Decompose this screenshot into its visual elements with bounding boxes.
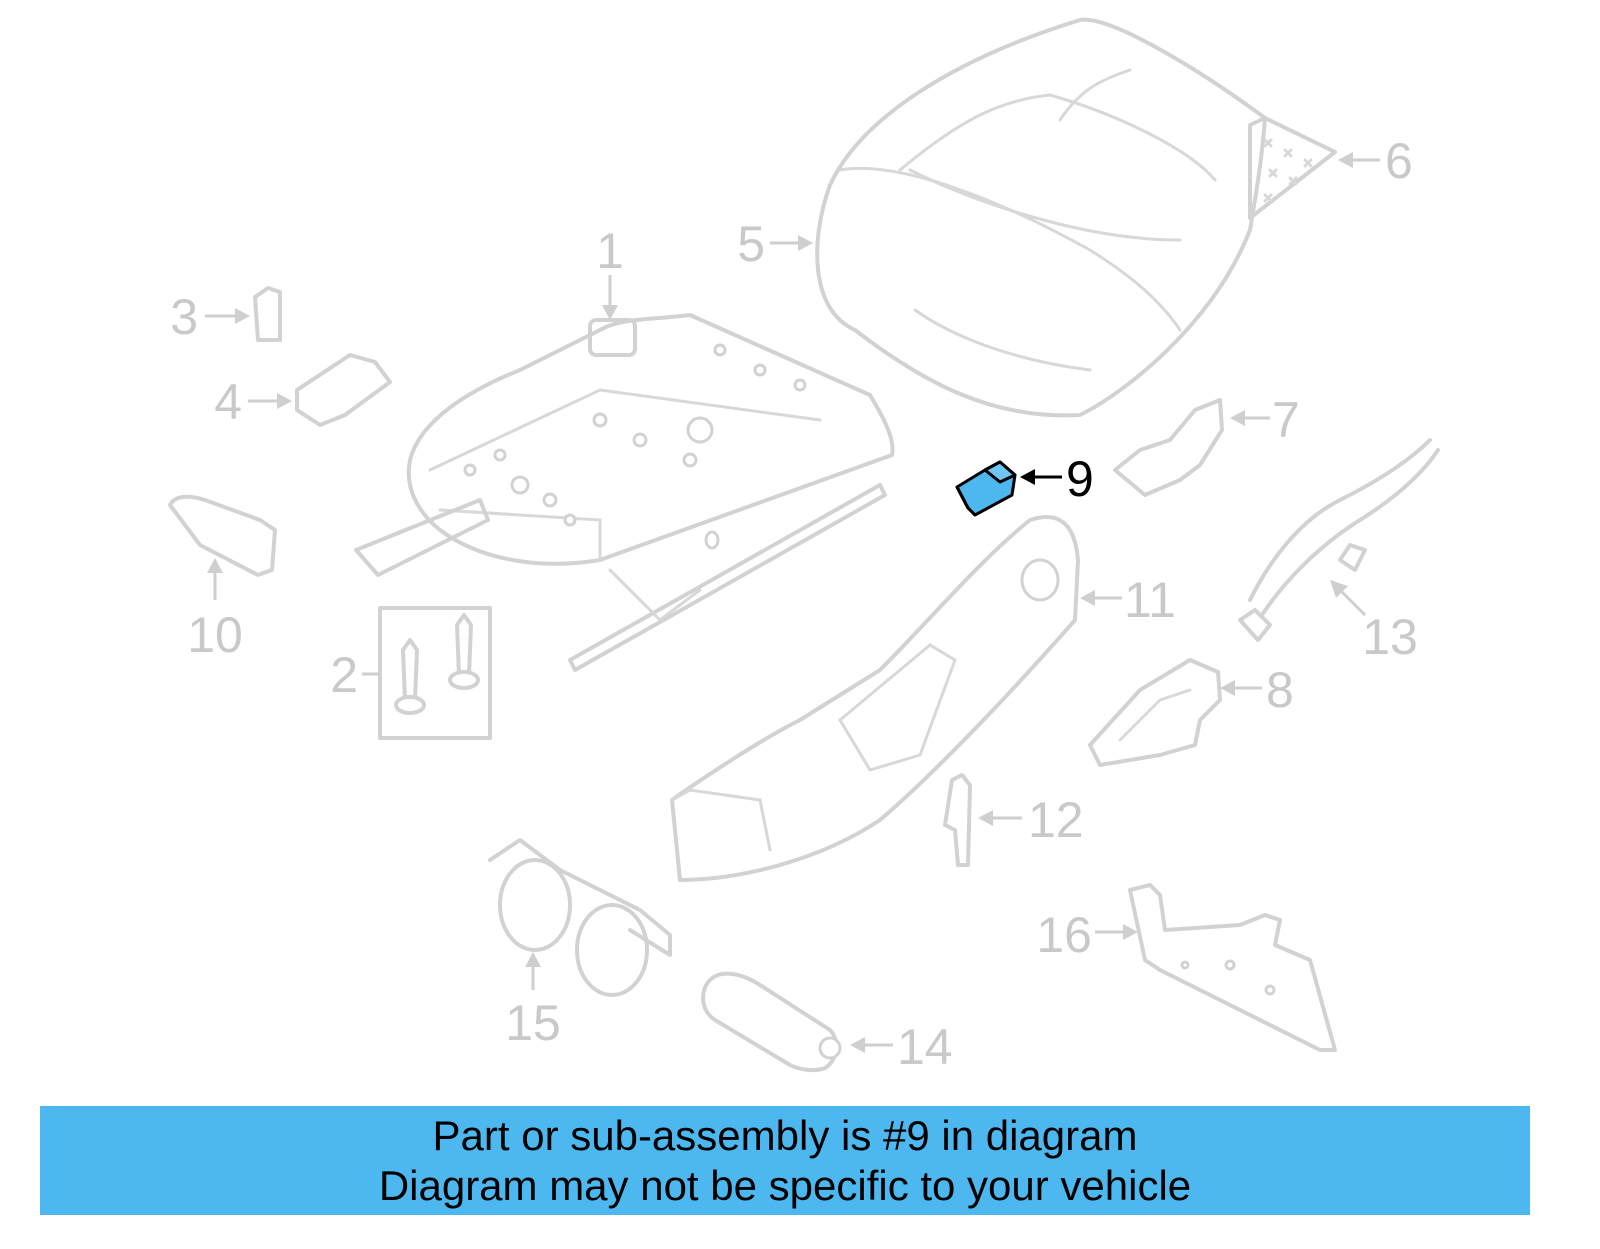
part-2-bolts bbox=[378, 606, 492, 740]
part-13-cable bbox=[1238, 438, 1440, 642]
part-3-clip bbox=[253, 286, 282, 342]
part-12-clip bbox=[943, 773, 972, 867]
callout-6: 6 bbox=[1338, 133, 1413, 189]
callout-label-7: 7 bbox=[1272, 392, 1300, 448]
part-10-handle bbox=[168, 494, 277, 577]
part-5-seat-cushion bbox=[815, 17, 1267, 418]
callout-11: 11 bbox=[1080, 572, 1176, 628]
part-14-cylinder bbox=[701, 971, 842, 1073]
callout-label-12: 12 bbox=[1028, 792, 1084, 848]
callout-label-10: 10 bbox=[187, 607, 243, 663]
callout-13: 13 bbox=[1330, 580, 1418, 665]
callout-label-8: 8 bbox=[1266, 662, 1294, 718]
callout-5: 5 bbox=[737, 216, 813, 272]
callout-2: 2 bbox=[330, 647, 380, 703]
callout-4: 4 bbox=[214, 374, 292, 430]
callout-8: 8 bbox=[1220, 662, 1294, 718]
callout-label-9: 9 bbox=[1066, 451, 1094, 507]
callout-1: 1 bbox=[596, 223, 624, 320]
part-15-cable-clip bbox=[488, 838, 672, 997]
callout-14: 14 bbox=[850, 1019, 953, 1075]
callout-label-16: 16 bbox=[1036, 907, 1092, 963]
callout-16: 16 bbox=[1036, 907, 1138, 963]
callout-9: 9 bbox=[1020, 451, 1094, 507]
callout-15: 15 bbox=[505, 952, 561, 1051]
callout-label-14: 14 bbox=[897, 1019, 953, 1075]
callout-label-15: 15 bbox=[505, 995, 561, 1051]
part-9-highlighted bbox=[955, 460, 1017, 517]
callout-label-1: 1 bbox=[596, 223, 624, 279]
callout-label-13: 13 bbox=[1362, 609, 1418, 665]
callout-12: 12 bbox=[978, 792, 1084, 848]
callout-label-4: 4 bbox=[214, 374, 242, 430]
part-6-mesh-panel bbox=[1248, 116, 1337, 220]
callout-label-2: 2 bbox=[330, 647, 358, 703]
callout-label-6: 6 bbox=[1385, 133, 1413, 189]
banner-line-disclaimer: Diagram may not be specific to your vehi… bbox=[378, 1161, 1192, 1209]
part-1-seat-frame bbox=[354, 313, 895, 672]
callout-7: 7 bbox=[1230, 392, 1300, 448]
callout-3: 3 bbox=[170, 289, 250, 345]
callout-label-5: 5 bbox=[737, 216, 765, 272]
part-4-bracket bbox=[295, 353, 392, 427]
callout-label-11: 11 bbox=[1124, 572, 1176, 628]
part-8-lever bbox=[1088, 658, 1222, 767]
callout-10: 10 bbox=[187, 558, 243, 663]
callout-label-3: 3 bbox=[170, 289, 198, 345]
part-11-side-trim bbox=[670, 514, 1080, 882]
info-banner: Part or sub-assembly is #9 in diagram Di… bbox=[40, 1106, 1530, 1215]
banner-line-part: Part or sub-assembly is #9 in diagram bbox=[432, 1111, 1138, 1159]
part-7-bracket bbox=[1113, 398, 1224, 497]
part-16-bracket bbox=[1128, 883, 1337, 1052]
